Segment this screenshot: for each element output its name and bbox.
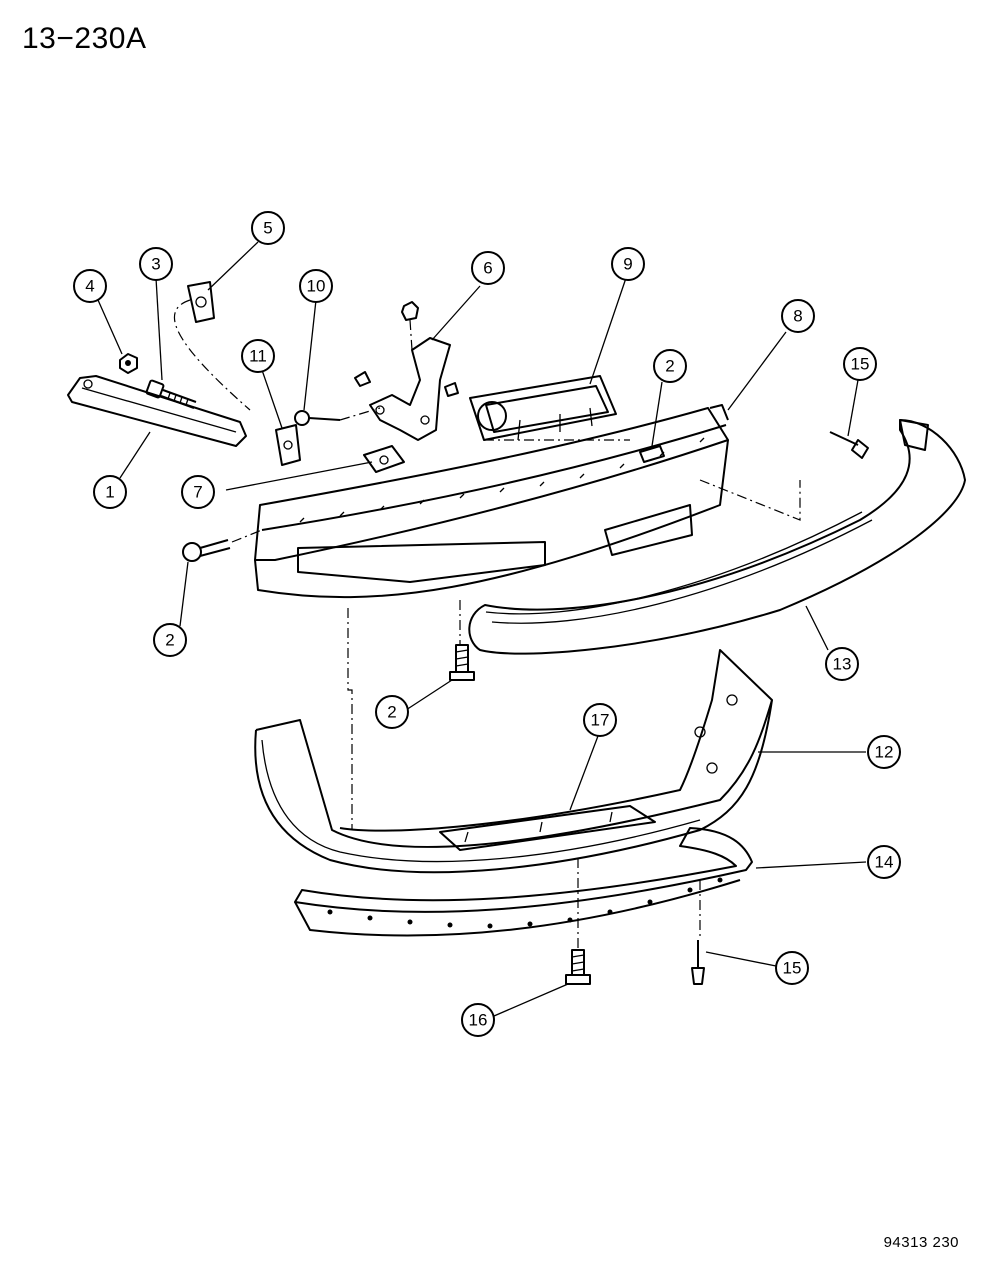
svg-text:2: 2 — [665, 357, 674, 376]
svg-text:2: 2 — [387, 703, 396, 722]
callout-11: 11 — [241, 339, 275, 373]
svg-text:17: 17 — [591, 711, 610, 730]
callout-2-upper: 2 — [653, 349, 687, 383]
part-clip-nut — [173, 281, 251, 411]
part-fog-lamp — [469, 375, 630, 441]
part-push-pin — [829, 431, 869, 459]
part-bolt-upper — [639, 445, 665, 463]
svg-text:10: 10 — [307, 277, 326, 296]
part-screw — [294, 407, 381, 426]
callout-2-center: 2 — [375, 695, 409, 729]
part-bolt-left — [182, 529, 263, 562]
svg-text:15: 15 — [851, 355, 870, 374]
figure-number: 94313 230 — [883, 1234, 959, 1251]
part-bumper-cover — [468, 419, 966, 655]
callout-9: 9 — [611, 247, 645, 281]
callout-6: 6 — [471, 251, 505, 285]
svg-text:8: 8 — [793, 307, 802, 326]
callout-13: 13 — [825, 647, 859, 681]
svg-text:2: 2 — [165, 631, 174, 650]
part-push-pin-lower — [691, 940, 705, 985]
callout-15-lower: 15 — [775, 951, 809, 985]
callout-12: 12 — [867, 735, 901, 769]
part-lower-strip — [294, 827, 753, 950]
svg-text:14: 14 — [875, 853, 894, 872]
callout-4: 4 — [73, 269, 107, 303]
callout-10: 10 — [299, 269, 333, 303]
callout-16: 16 — [461, 1003, 495, 1037]
part-bolt-center — [449, 600, 475, 681]
svg-text:11: 11 — [249, 347, 267, 366]
callout-5: 5 — [251, 211, 285, 245]
svg-text:13: 13 — [833, 655, 852, 674]
part-lower-valance — [254, 608, 773, 874]
part-clip-nut-2 — [363, 445, 405, 473]
callout-1: 1 — [93, 475, 127, 509]
part-bumper-beam — [254, 404, 729, 599]
callout-8: 8 — [781, 299, 815, 333]
svg-text:4: 4 — [85, 277, 94, 296]
callout-17: 17 — [583, 703, 617, 737]
svg-text:1: 1 — [105, 483, 114, 502]
part-small-bracket — [275, 424, 301, 466]
svg-text:12: 12 — [875, 743, 894, 762]
page-code: 13−230A — [22, 22, 147, 55]
part-bracket-strip — [67, 375, 247, 447]
svg-text:7: 7 — [193, 483, 202, 502]
callout-7: 7 — [181, 475, 215, 509]
callout-2-left: 2 — [153, 623, 187, 657]
svg-text:3: 3 — [151, 255, 160, 274]
part-mounting-bracket — [354, 301, 459, 441]
leader-lines — [97, 241, 867, 1017]
part-nut — [119, 353, 138, 374]
callout-14: 14 — [867, 845, 901, 879]
part-bolt — [145, 379, 197, 409]
callout-3: 3 — [139, 247, 173, 281]
svg-text:6: 6 — [483, 259, 492, 278]
svg-text:5: 5 — [263, 219, 272, 238]
part-splash-plate — [439, 805, 656, 851]
callout-15-upper: 15 — [843, 347, 877, 381]
svg-text:9: 9 — [623, 255, 632, 274]
svg-text:16: 16 — [469, 1011, 488, 1030]
svg-text:15: 15 — [783, 959, 802, 978]
part-bolt-lower — [565, 949, 591, 985]
